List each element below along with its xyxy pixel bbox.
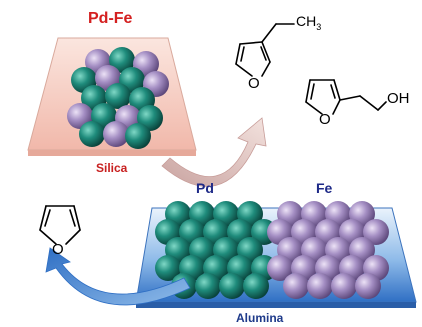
furan-oxygen: O <box>52 241 64 258</box>
silica-support-edge <box>28 150 196 156</box>
pd-atom <box>243 273 269 299</box>
fe-cluster <box>267 201 389 299</box>
methyl-group-text: CH <box>296 13 317 29</box>
fe-atom <box>103 121 129 147</box>
alumina-support-edge <box>136 302 416 308</box>
methylfuran-oxygen: O <box>248 75 260 92</box>
pdfe-cluster <box>67 47 169 149</box>
fe-atom <box>355 273 381 299</box>
furfuryl-alcohol-structure <box>305 79 387 115</box>
pd-atom <box>155 255 181 281</box>
pd-atom <box>219 273 245 299</box>
curved-arrow-top <box>161 117 267 187</box>
pd-atom <box>79 121 105 147</box>
catalyst-label-pdfe: Pd-Fe <box>88 10 133 27</box>
fe-atom <box>307 273 333 299</box>
pd-atom <box>125 123 151 149</box>
fe-atom <box>283 273 309 299</box>
support-label-alumina: Alumina <box>236 311 284 325</box>
furan-structure <box>39 205 81 245</box>
fe-atom <box>363 219 389 245</box>
pd-atom <box>195 273 221 299</box>
pd-atom <box>105 83 131 109</box>
methyl-group-subscript: 3 <box>316 21 322 32</box>
methyl-group-label: CH3 <box>296 13 321 32</box>
metal-label-fe: Fe <box>316 180 333 196</box>
pd-cluster <box>155 201 277 299</box>
fe-atom <box>267 255 293 281</box>
curved-arrow-bottom <box>45 247 191 306</box>
hydroxyl-group-label: OH <box>387 90 410 107</box>
methylfuran-structure <box>235 23 295 77</box>
metal-label-pd: Pd <box>196 180 214 196</box>
pd-atom <box>109 47 135 73</box>
support-label-silica: Silica <box>96 161 128 175</box>
fe-atom <box>331 273 357 299</box>
furfuryl-alcohol-oxygen: O <box>319 111 331 128</box>
